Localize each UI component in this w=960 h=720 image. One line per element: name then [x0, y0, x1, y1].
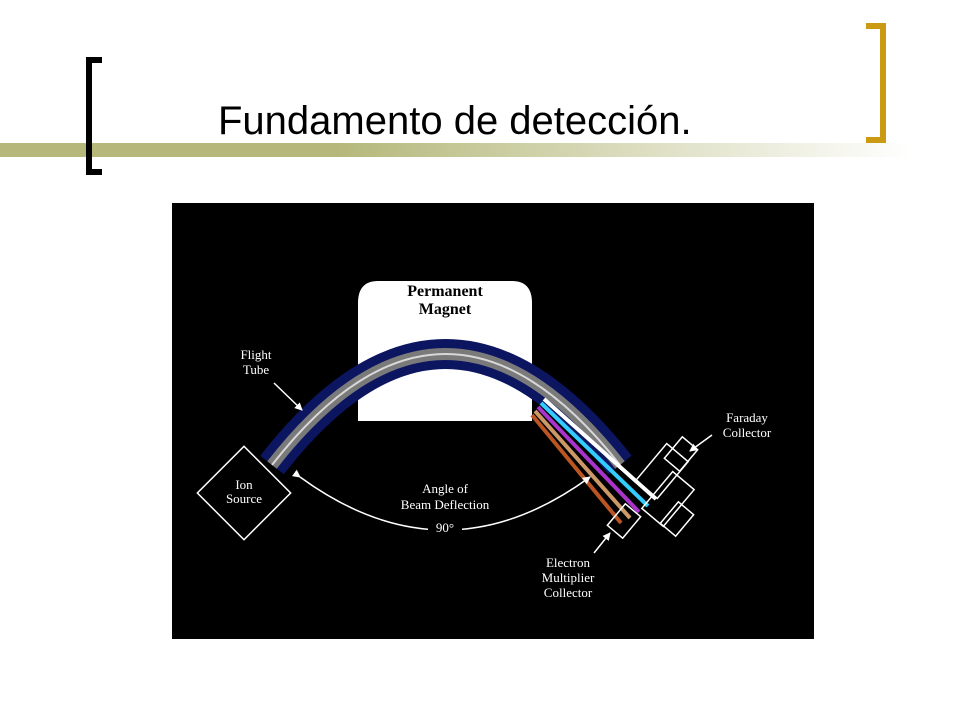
- flight-tube-label-line-2: Tube: [243, 362, 269, 377]
- angle-value: 90°: [436, 520, 454, 535]
- faraday-label-line-1: Faraday: [726, 410, 768, 425]
- angle-label-line-2: Beam Deflection: [401, 497, 490, 512]
- ion-source-box: [196, 445, 292, 541]
- arrow-icon: [689, 434, 713, 452]
- faraday-label-line-2: Collector: [723, 425, 772, 440]
- beam-tan: [533, 409, 632, 520]
- beam-purple: [536, 405, 641, 514]
- ion-source-label-line-2: Source: [226, 491, 262, 506]
- ion-source-label-line-1: Ion: [235, 477, 253, 492]
- right-bracket-decoration: [866, 23, 886, 143]
- slide-title: Fundamento de detección.: [218, 99, 692, 143]
- electron-label-line-3: Collector: [544, 585, 593, 600]
- title-underline-bar: [0, 143, 960, 157]
- left-bracket-decoration: [86, 57, 102, 175]
- beam-orange: [530, 413, 623, 525]
- electron-label-line-2: Multiplier: [542, 570, 595, 585]
- magnet-label-line-2: Magnet: [419, 301, 472, 318]
- angle-label-line-1: Angle of: [422, 481, 469, 496]
- faraday-collector: [634, 435, 699, 500]
- flight-tube-label-line-1: Flight: [240, 347, 271, 362]
- ion-beam: [271, 353, 621, 466]
- mass-spectrometer-diagram: Permanent Magnet Flight Tube Ion Source …: [172, 203, 814, 639]
- electron-multiplier-collector: [606, 470, 696, 540]
- angle-value-backdrop: [428, 519, 462, 535]
- magnet-label-line-1: Permanent: [407, 283, 483, 300]
- arrow-icon: [593, 532, 611, 554]
- arrow-icon: [273, 382, 303, 411]
- electron-label-line-1: Electron: [546, 555, 591, 570]
- beam-cyan: [539, 401, 650, 508]
